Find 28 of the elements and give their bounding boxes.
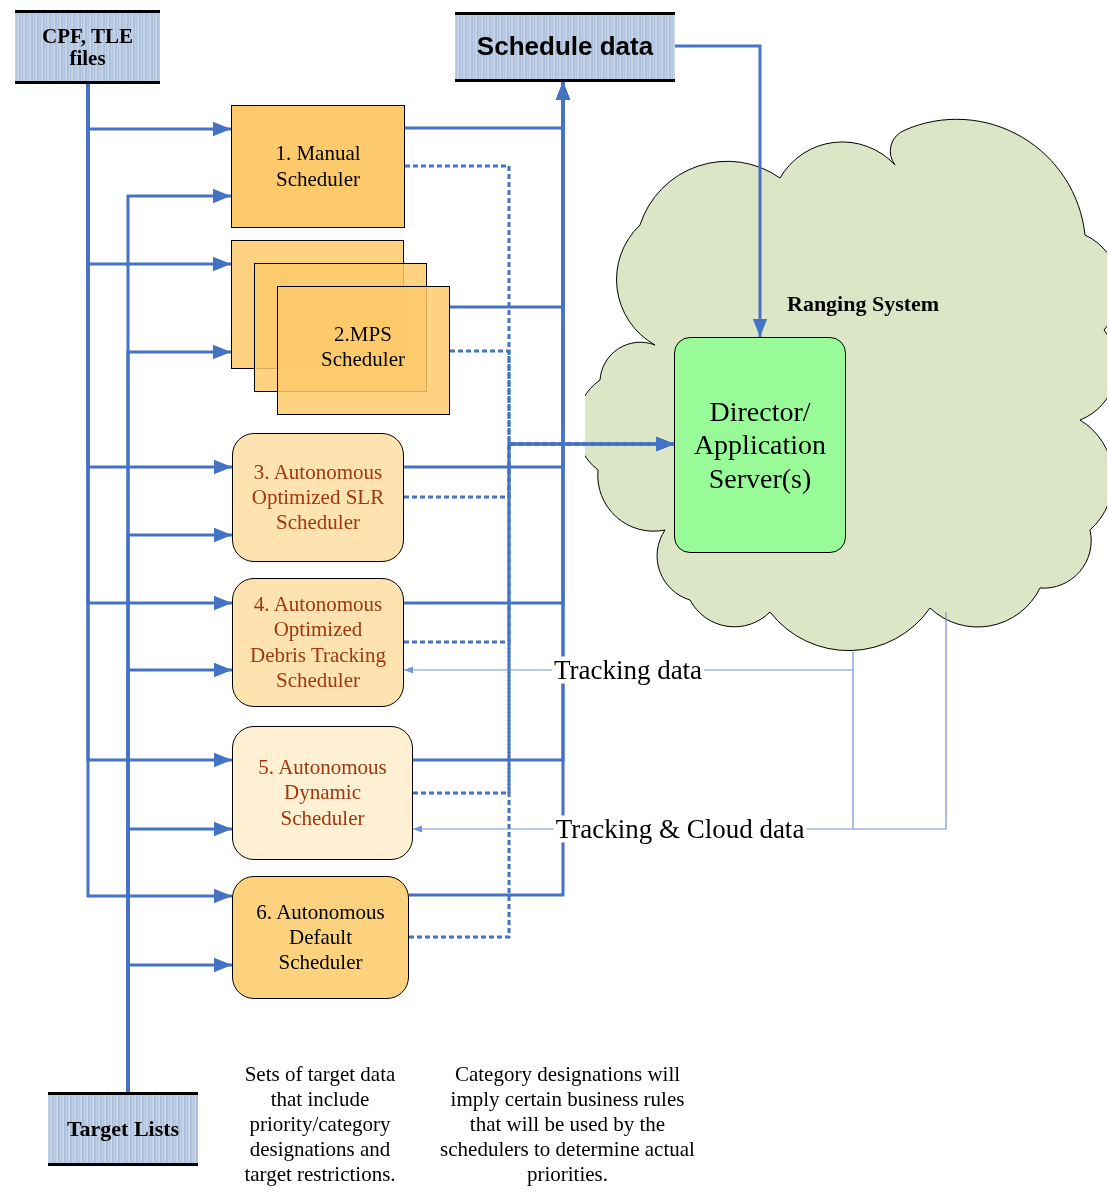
node-label: 5. Autonomous Dynamic Scheduler xyxy=(257,755,388,831)
data-store-box xyxy=(455,12,675,82)
process-box xyxy=(232,876,409,999)
edge-label: Tracking & Cloud data xyxy=(553,815,807,843)
note-text: Sets of target data that include priority/category designations and target restrictions. xyxy=(243,1062,397,1187)
note-text: Category designations will imply certain business rules that will be used by the schedulers to determine actual priorities. xyxy=(440,1062,695,1187)
node-label: Director/ Application Server(s) xyxy=(692,394,828,496)
stacked-process-boxes xyxy=(231,240,450,415)
node-label: 3. Autonomous Optimized SLR Scheduler xyxy=(250,459,386,536)
arrow xyxy=(675,44,768,337)
edge-label: Tracking data xyxy=(551,656,705,684)
process-box xyxy=(231,105,405,228)
process-box xyxy=(232,726,413,860)
data-store-box xyxy=(48,1092,198,1166)
node-label: 6. Autonomous Default Scheduler xyxy=(255,899,386,976)
process-box xyxy=(232,578,404,707)
data-store-box xyxy=(15,10,160,84)
node-label: 1. Manual Scheduler xyxy=(274,141,362,192)
node-label: 2.MPS Scheduler xyxy=(320,322,406,373)
node-label: CPF, TLE files xyxy=(40,24,134,70)
cloud-label: Ranging System xyxy=(787,291,940,318)
node-label: 4. Autonomous Optimized Debris Tracking Scheduler xyxy=(249,592,387,693)
process-box xyxy=(232,433,404,562)
arrow xyxy=(403,651,854,674)
node-label: Schedule data xyxy=(476,31,654,63)
server-box xyxy=(674,337,846,553)
node-label: Target Lists xyxy=(66,1115,180,1143)
arrow xyxy=(126,957,232,1092)
